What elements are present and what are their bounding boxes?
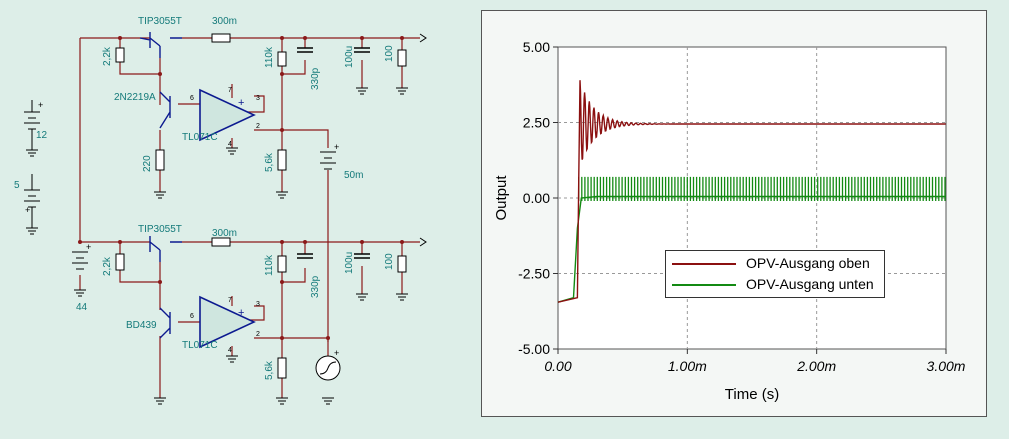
label-tip3055-top: TIP3055T	[138, 16, 182, 27]
svg-text:+: +	[238, 97, 244, 109]
transistor-symbols	[139, 32, 182, 339]
y-tick-label: 2.50	[523, 115, 550, 131]
legend-label-lower: OPV-Ausgang unten	[746, 276, 874, 292]
label-r110k-bottom: 110k	[264, 254, 275, 276]
label-v12: 12	[36, 130, 48, 141]
legend-label-upper: OPV-Ausgang oben	[746, 255, 870, 271]
x-tick-label: 0.00	[544, 358, 571, 374]
label-c100u-bottom: 100u	[344, 252, 355, 274]
y-axis-label: Output	[493, 175, 510, 221]
legend-entry-lower: OPV-Ausgang unten	[672, 275, 880, 295]
label-opamp-bottom: TL071C	[182, 340, 218, 351]
legend-entry-upper: OPV-Ausgang oben	[672, 254, 880, 274]
label-r22k-bottom: 2,2k	[102, 256, 113, 276]
series-line-lower	[557, 195, 946, 303]
svg-text:+: +	[86, 242, 91, 252]
output-chart: 0.00 1.00m 2.00m 3.00m 5.00 2.50 0.00 -2.50 -5.0…	[493, 39, 966, 403]
label-c100u-top: 100u	[344, 46, 355, 68]
svg-text:7: 7	[228, 297, 232, 304]
x-tick-label: 1.00m	[668, 358, 707, 374]
ground-symbols	[26, 87, 408, 405]
label-shunt-bottom: 300m	[212, 228, 237, 239]
legend-swatch-lower	[672, 284, 736, 286]
y-tick-label: 5.00	[523, 39, 550, 55]
label-v5: 5	[14, 180, 20, 191]
output-terminals[interactable]	[419, 33, 427, 247]
label-r100-top: 100	[384, 45, 395, 62]
label-vref: 50m	[344, 170, 363, 181]
label-opamp-top: TL071C	[182, 132, 218, 143]
x-axis-label: Time (s)	[725, 386, 779, 403]
opamp-symbols: + +	[199, 88, 256, 349]
label-r56k-top: 5,6k	[264, 152, 275, 172]
y-tick-label: 0.00	[523, 190, 550, 206]
svg-text:3: 3	[256, 301, 260, 308]
y-tick-label: -2.50	[518, 266, 550, 282]
label-r56k-bottom: 5,6k	[264, 360, 275, 380]
chart-legend: OPV-Ausgang oben OPV-Ausgang unten	[665, 250, 885, 298]
svg-text:+: +	[334, 142, 339, 152]
svg-text:+: +	[25, 205, 30, 215]
label-r220: 220	[142, 155, 153, 172]
component-labels: TIP3055T 300m 2N2219A TL071C TIP3055T 30…	[14, 16, 395, 380]
svg-text:+: +	[238, 307, 244, 319]
label-v44: 44	[76, 302, 88, 313]
svg-text:+: +	[334, 348, 339, 358]
resistors	[115, 33, 407, 379]
junctions	[78, 36, 404, 340]
circuit-schematic: + + +++ ++ TIP3055T 300m 2N2219A TL071C …	[14, 16, 427, 405]
polarity-marks: + + + + +	[25, 100, 339, 358]
x-tick-label: 2.00m	[796, 358, 836, 374]
capacitors	[297, 47, 370, 259]
y-tick-label: -5.00	[518, 341, 550, 357]
svg-text:3: 3	[256, 95, 260, 102]
chart-panel: 0.00 1.00m 2.00m 3.00m 5.00 2.50 0.00 -2.50 -5.0…	[481, 10, 987, 417]
label-c330p-top: 330p	[310, 67, 321, 90]
series-line-upper	[557, 80, 946, 303]
svg-text:2: 2	[256, 123, 260, 130]
voltage-sources	[24, 100, 341, 381]
svg-text:6: 6	[190, 95, 194, 102]
x-tick-label: 3.00m	[927, 358, 966, 374]
label-r110k-top: 110k	[264, 46, 275, 68]
label-shunt-top: 300m	[212, 16, 237, 27]
legend-swatch-upper	[672, 263, 736, 265]
pin-labels: 7 4 3 2 6 7 4 3 2 6	[190, 87, 260, 354]
svg-text:+: +	[38, 100, 43, 110]
wires	[79, 37, 420, 398]
label-r100-bottom: 100	[384, 253, 395, 270]
svg-text:4: 4	[228, 141, 232, 148]
svg-text:2: 2	[256, 331, 260, 338]
label-bd439: BD439	[126, 320, 157, 331]
label-c330p-bottom: 330p	[310, 275, 321, 298]
label-2n2219a: 2N2219A	[114, 92, 156, 103]
svg-text:4: 4	[228, 347, 232, 354]
svg-text:6: 6	[190, 313, 194, 320]
svg-text:7: 7	[228, 87, 232, 94]
label-tip3055-bottom: TIP3055T	[138, 224, 182, 235]
label-r22k-top: 2,2k	[102, 46, 113, 66]
